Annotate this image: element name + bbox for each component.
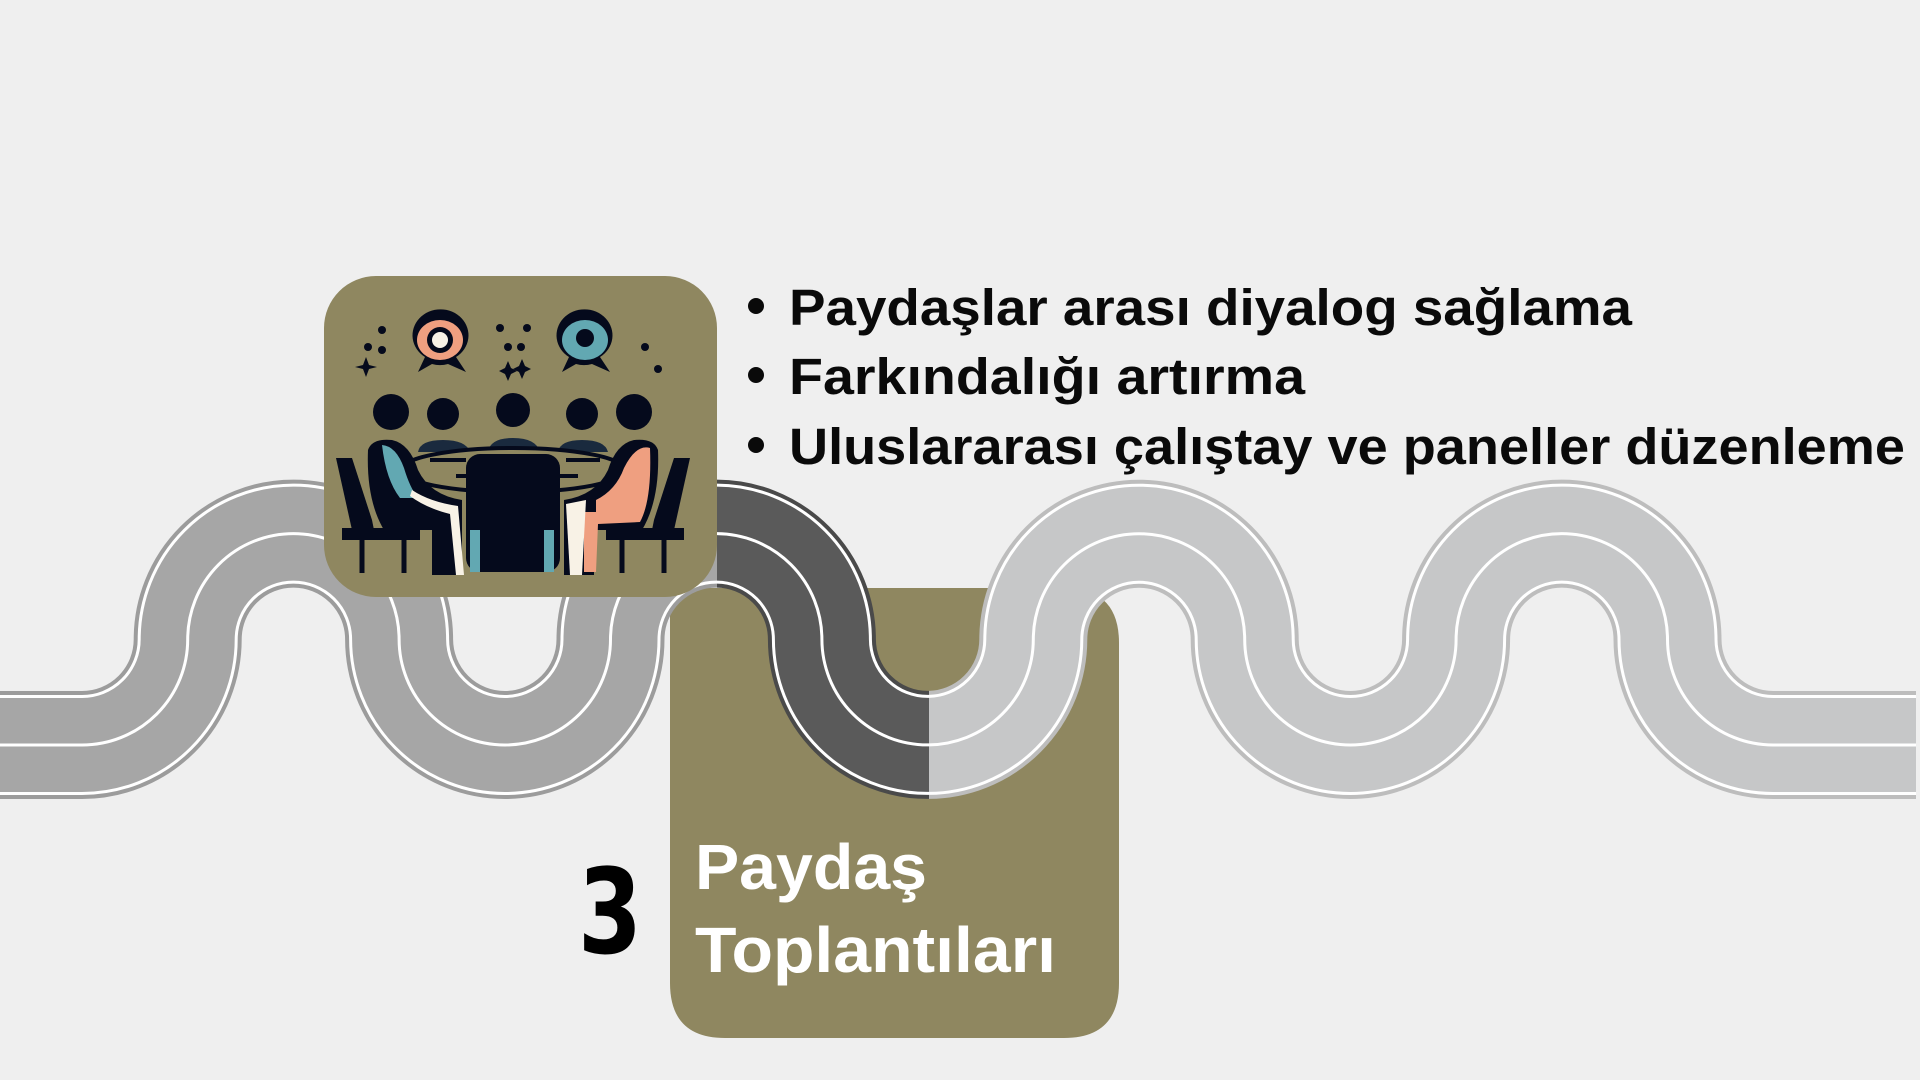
step-title-line-1: Paydaş (695, 831, 927, 903)
step-number: 3 (578, 843, 642, 981)
bullet-list: Paydaşlar arası diyalog sağlama Farkında… (748, 279, 1905, 475)
bullet-dot-icon (748, 367, 764, 383)
meeting-table-icon (324, 276, 717, 597)
bullet-text: Paydaşlar arası diyalog sağlama (789, 279, 1633, 336)
bullet-text: Farkındalığı artırma (789, 348, 1306, 405)
bullet-item: Uluslararası çalıştay ve paneller düzenl… (748, 418, 1905, 475)
bullet-item: Paydaşlar arası diyalog sağlama (748, 279, 1633, 336)
bullet-dot-icon (748, 437, 764, 453)
step-title-line-2: Toplantıları (695, 914, 1056, 986)
bullet-item: Farkındalığı artırma (748, 348, 1306, 405)
bullet-dot-icon (748, 298, 764, 314)
bullet-text: Uluslararası çalıştay ve paneller düzenl… (789, 418, 1905, 475)
